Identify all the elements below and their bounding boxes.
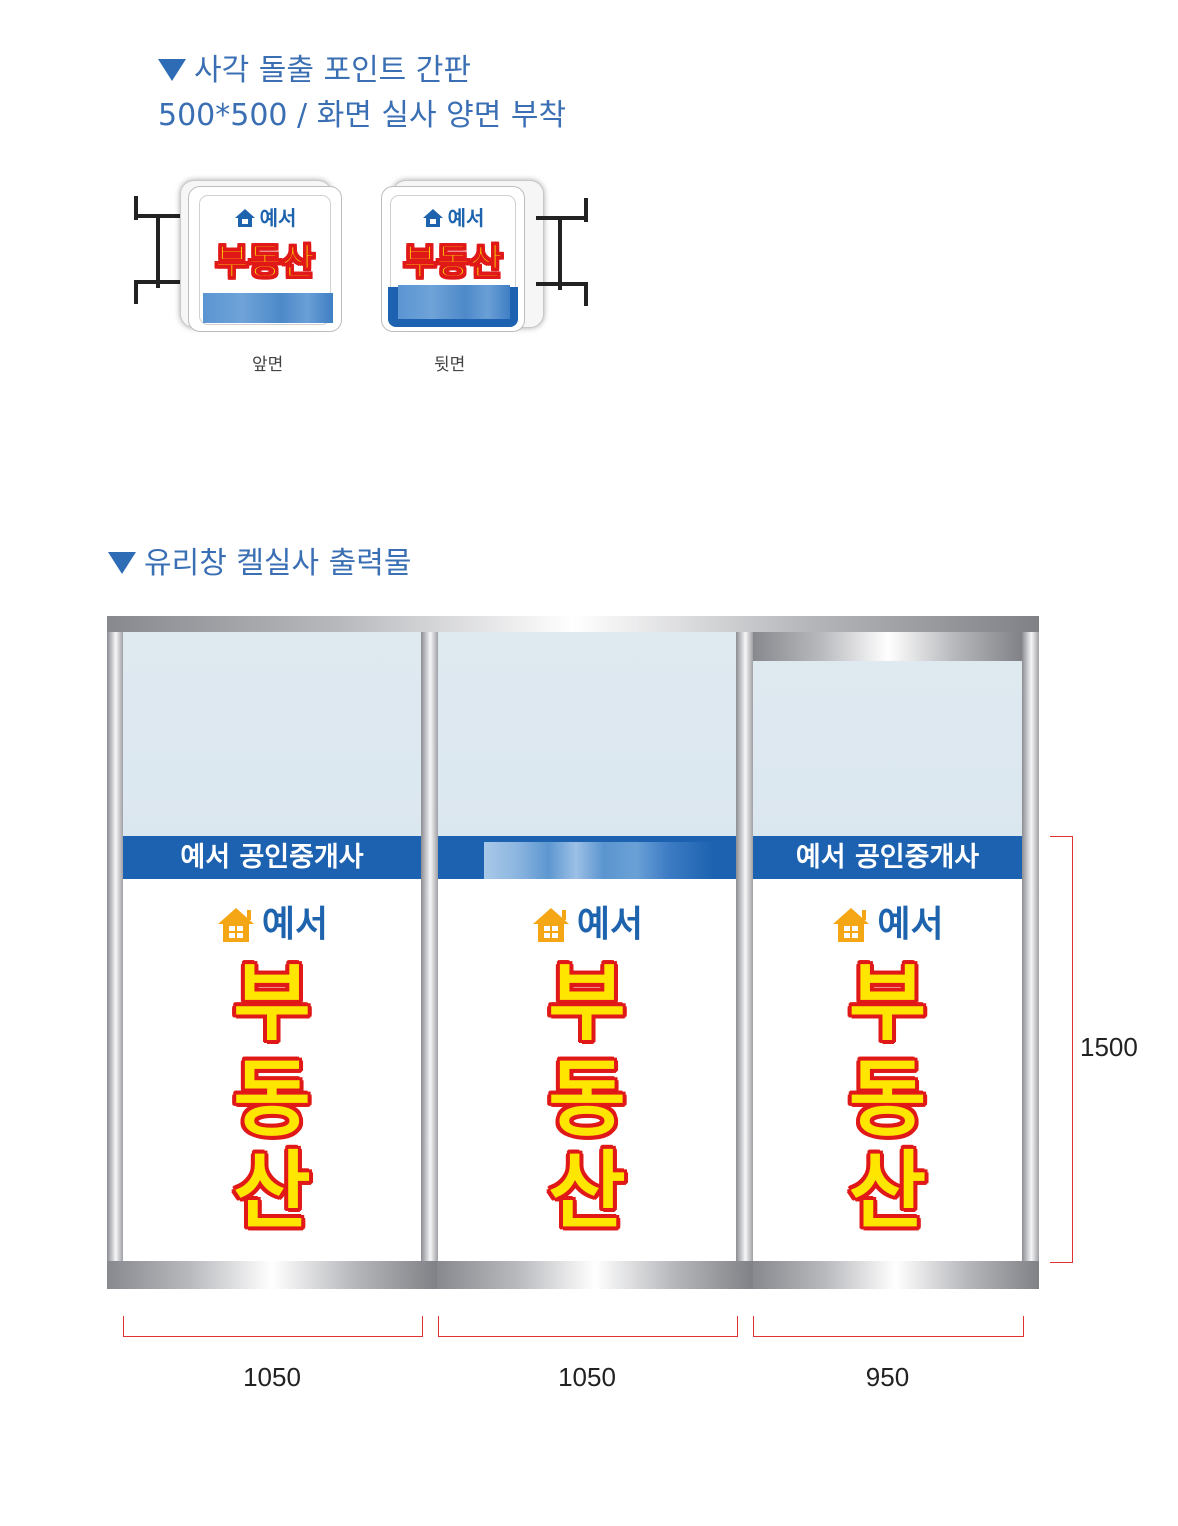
panel3-char-1: 부 — [848, 954, 927, 1052]
panel1-brand: 예서 — [261, 904, 329, 945]
house-icon — [532, 908, 569, 942]
triangle-bullet-icon — [158, 58, 186, 81]
glass-pane-3 — [753, 661, 1022, 836]
section1-title-text: 사각 돌출 포인트 간판 — [194, 53, 472, 88]
panel2-banner-blurred — [484, 842, 714, 880]
front-sign-brand: 예서 — [259, 206, 297, 230]
front-sign-main-text: 부동산 — [215, 242, 315, 283]
window-bottom-rail-3 — [753, 1261, 1039, 1289]
panel2-brand: 예서 — [576, 904, 644, 945]
front-label: 앞면 — [252, 355, 284, 375]
house-icon — [217, 908, 254, 942]
panel1-char-3: 산 — [233, 1142, 311, 1240]
mullion-left — [107, 632, 123, 1261]
height-dimension-label: 1500 — [1080, 1032, 1138, 1062]
section2-title-text: 유리창 켈실사 출력물 — [144, 546, 412, 581]
section2-title: 유리창 켈실사 출력물 — [108, 545, 411, 583]
window-top-rail — [107, 616, 1039, 632]
window-bottom-rail-2 — [437, 1261, 753, 1289]
width-dimension-label-3: 950 — [865, 1362, 910, 1392]
window-transom-rail — [753, 632, 1023, 661]
house-icon — [422, 209, 443, 227]
mullion-right — [1022, 632, 1039, 1261]
window-bottom-rail-1 — [107, 1261, 437, 1289]
glass-pane-1 — [123, 632, 421, 836]
back-sign: 예서 부동산 — [381, 186, 525, 332]
right-sign-bracket — [536, 198, 588, 308]
panel2-sign: 예서 부 동 산 — [438, 879, 736, 1261]
front-sign-brand-row: 예서 — [189, 207, 341, 229]
mullion-mid1 — [421, 632, 438, 1261]
panel2-char-3: 산 — [548, 1142, 626, 1240]
house-icon — [833, 908, 870, 942]
width-dimension-bracket-3 — [753, 1316, 1024, 1337]
panel1-brand-row: 예서 — [123, 905, 421, 945]
panel2-char-1: 부 — [548, 954, 626, 1052]
house-icon — [234, 209, 255, 227]
glass-pane-2 — [438, 632, 736, 836]
front-sign-blurred-strip — [203, 293, 333, 323]
width-dimension-label-1: 1050 — [243, 1362, 301, 1392]
panel3-brand-row: 예서 — [753, 905, 1022, 945]
back-sign-main-text: 부동산 — [403, 242, 503, 283]
mullion-mid2 — [736, 632, 753, 1261]
panel3-sign: 예서 부 동 산 — [753, 879, 1022, 1261]
triangle-bullet-icon — [108, 551, 136, 574]
panel2-brand-row: 예서 — [438, 905, 736, 945]
back-sign-blurred-strip — [398, 285, 510, 319]
front-sign: 예서 부동산 — [188, 186, 342, 332]
width-dimension-label-2: 1050 — [558, 1362, 616, 1392]
left-sign-bracket — [134, 196, 184, 306]
panel3-brand: 예서 — [877, 904, 944, 945]
panel1-banner: 예서 공인중개사 — [123, 836, 421, 879]
panel1-char-2: 동 — [233, 1050, 311, 1148]
panel1-sign: 예서 부 동 산 — [123, 879, 421, 1261]
back-sign-brand-row: 예서 — [382, 207, 524, 229]
height-dimension-bracket — [1050, 836, 1073, 1263]
panel3-banner: 예서 공인중개사 — [753, 836, 1022, 879]
width-dimension-bracket-2 — [438, 1316, 738, 1337]
width-dimension-bracket-1 — [123, 1316, 423, 1337]
panel3-char-2: 동 — [848, 1050, 927, 1148]
back-sign-brand: 예서 — [447, 206, 485, 230]
section1-subtitle: 500*500 / 화면 실사 양면 부착 — [158, 98, 567, 133]
panel2-char-2: 동 — [548, 1050, 626, 1148]
panel1-char-1: 부 — [233, 954, 311, 1052]
section1-title: 사각 돌출 포인트 간판 — [158, 52, 471, 90]
panel3-char-3: 산 — [848, 1142, 927, 1240]
back-label: 뒷면 — [434, 355, 466, 375]
